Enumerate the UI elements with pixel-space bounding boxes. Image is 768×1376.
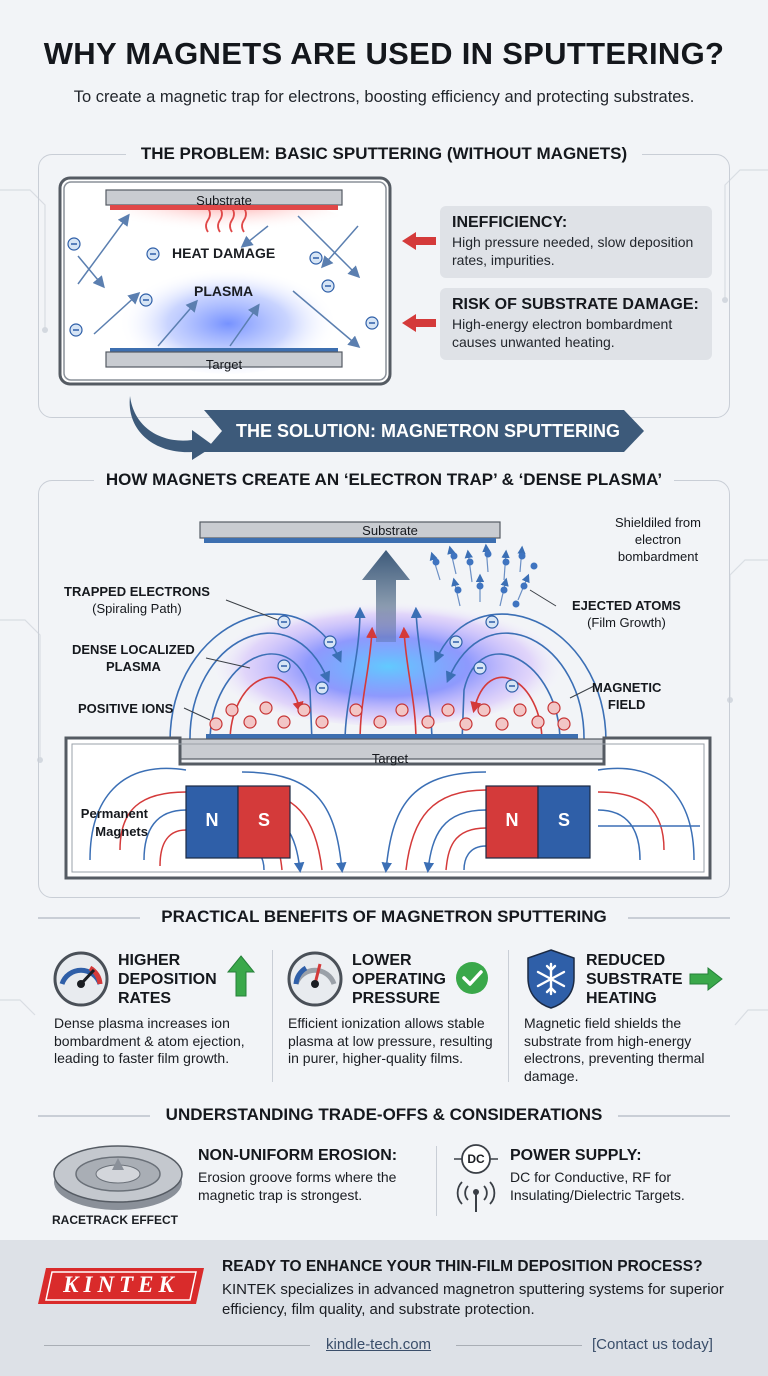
left-magnet-s-label: S	[257, 810, 270, 830]
red-pointer-arrow-icon	[402, 232, 436, 250]
page-title: WHY MAGNETS ARE USED IN SPUTTERING?	[43, 36, 725, 71]
shield-note: Shieldiled from electron bombardment	[615, 515, 701, 564]
tradeoffs-section-title: UNDERSTANDING TRADE-OFFS & CONSIDERATION…	[150, 1105, 618, 1125]
problem-target-plate	[110, 348, 338, 352]
mechanism-target-label: Target	[371, 751, 409, 766]
cta-heading: READY TO ENHANCE YOUR THIN-FILM DEPOSITI…	[222, 1258, 703, 1275]
benefit-separator	[508, 950, 509, 1082]
magnetron-sputtering-diagram	[64, 521, 712, 880]
power-supply-heading: POWER SUPPLY:	[510, 1147, 642, 1164]
dc-power-icon	[454, 1144, 498, 1174]
mechanism-section-title: HOW MAGNETS CREATE AN ‘ELECTRON TRAP’ & …	[94, 470, 674, 490]
inefficiency-text: High pressure needed, slow deposition ra…	[452, 234, 694, 268]
gauge-high-icon	[53, 951, 109, 1007]
left-magnet-n-pole	[185, 785, 239, 859]
solution-banner-text: THE SOLUTION: MAGNETRON SPUTTERING	[236, 421, 620, 441]
right-arrow-icon	[689, 966, 723, 992]
basic-sputtering-chamber-diagram	[58, 176, 392, 386]
footer-line-left	[44, 1345, 310, 1346]
right-magnet-s-label: S	[557, 810, 570, 830]
problem-substrate-label: Substrate	[196, 193, 252, 208]
dense-plasma-label: DENSE LOCALIZED PLASMA	[72, 642, 195, 674]
erosion-text: Erosion groove forms where the magnetic …	[198, 1169, 397, 1203]
left-magnet-n-label: N	[205, 810, 219, 830]
racetrack-effect-label: RACETRACK EFFECT	[52, 1213, 178, 1227]
right-magnet-s-pole	[537, 785, 591, 859]
plasma-label: PLASMA	[194, 283, 254, 299]
solution-banner-shape	[204, 410, 644, 452]
left-magnet-s-pole	[237, 785, 291, 859]
cta-text: KINTEK specializes in advanced magnetron…	[222, 1281, 724, 1318]
right-magnet-n-label: N	[505, 810, 519, 830]
footer	[0, 1240, 768, 1376]
solution-curved-arrow-icon	[129, 396, 214, 460]
inefficiency-callout: INEFFICIENCY: High pressure needed, slow…	[440, 206, 712, 278]
rf-antenna-icon	[456, 1181, 496, 1212]
mechanism-substrate-label: Substrate	[362, 523, 418, 538]
dc-label: DC	[467, 1152, 485, 1166]
contact-us-link[interactable]: [Contact us today]	[592, 1336, 713, 1353]
positive-ions-label: POSITIVE IONS	[78, 701, 174, 716]
power-supply-text: DC for Conductive, RF for Insulating/Die…	[510, 1169, 685, 1203]
kintek-logo	[38, 1268, 204, 1304]
benefits-section-title: PRACTICAL BENEFITS OF MAGNETRON SPUTTERI…	[140, 907, 628, 927]
permanent-magnets-label: Permanent Magnets	[80, 806, 148, 839]
erosion-heading: NON-UNIFORM EROSION:	[198, 1147, 398, 1164]
problem-section-title: THE PROBLEM: BASIC SPUTTERING (WITHOUT M…	[126, 144, 642, 164]
red-pointer-arrow-icon	[402, 314, 436, 332]
problem-target-label: Target	[205, 357, 243, 372]
substrate-damage-heading: RISK OF SUBSTRATE DAMAGE:	[452, 296, 699, 313]
page-subtitle: To create a magnetic trap for electrons,…	[73, 88, 695, 106]
heat-damage-label: HEAT DAMAGE	[172, 245, 276, 261]
benefit-lower-pressure-heading: LOWER OPERATING PRESSURE	[352, 952, 446, 1008]
magnetic-field-label: MAGNETIC FIELD	[592, 680, 662, 712]
ejected-atoms-label: EJECTED ATOMS (Film Growth)	[572, 598, 681, 630]
footer-line-right	[456, 1345, 582, 1346]
checkmark-icon	[456, 962, 488, 994]
benefit-higher-deposition-text: Dense plasma increases ion bombardment &…	[54, 1015, 245, 1066]
snowflake-shield-icon	[527, 949, 575, 1009]
benefit-reduced-heating-text: Magnetic field shields the substrate fro…	[524, 1015, 705, 1084]
benefit-reduced-heating-heading: REDUCED SUBSTRATE HEATING	[586, 952, 683, 1008]
trapped-electrons-label: TRAPPED ELECTRONS (Spiraling Path)	[64, 584, 210, 616]
benefit-higher-deposition-heading: HIGHER DEPOSITION RATES	[118, 952, 217, 1008]
benefit-separator	[272, 950, 273, 1082]
substrate-damage-callout: RISK OF SUBSTRATE DAMAGE: High-energy el…	[440, 288, 712, 360]
substrate-damage-text: High-energy electron bombardment causes …	[452, 316, 673, 350]
gauge-low-icon	[287, 951, 343, 1007]
up-arrow-icon	[226, 955, 256, 997]
benefit-lower-pressure-text: Efficient ionization allows stable plasm…	[288, 1015, 493, 1066]
racetrack-target-icon	[53, 1145, 183, 1210]
kintek-logo-text: KINTEK	[63, 1272, 179, 1297]
tradeoff-separator	[436, 1146, 437, 1216]
website-link[interactable]: kindle-tech.com	[326, 1336, 432, 1353]
inefficiency-heading: INEFFICIENCY:	[452, 214, 568, 231]
